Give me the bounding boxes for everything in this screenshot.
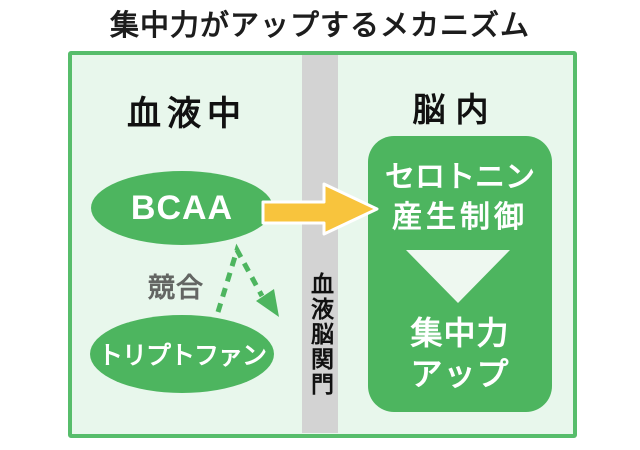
- tryptophan-label: トリプトファン: [97, 342, 267, 370]
- bcaa-node: BCAA: [91, 171, 273, 245]
- competition-label: 競合: [148, 273, 204, 303]
- blood-brain-barrier-bar: [302, 55, 338, 433]
- diagram-title: 集中力がアップするメカニズム: [109, 10, 530, 42]
- down-triangle-icon: [406, 250, 510, 303]
- section-heading-blood: 血液中: [127, 95, 247, 133]
- serotonin-line1: セロトニン: [385, 161, 535, 194]
- blood-brain-barrier-label: 血液脳関門: [307, 272, 334, 397]
- serotonin-line2: 産生制御: [392, 201, 528, 234]
- section-heading-brain: 脳内: [412, 91, 499, 128]
- bcaa-label: BCAA: [130, 188, 234, 227]
- focus-line2: アップ: [410, 356, 510, 392]
- brain-process-box: セロトニン 産生制御 集中力 アップ: [368, 136, 552, 412]
- focus-line1: 集中力: [410, 315, 510, 351]
- tryptophan-node: トリプトファン: [90, 315, 274, 393]
